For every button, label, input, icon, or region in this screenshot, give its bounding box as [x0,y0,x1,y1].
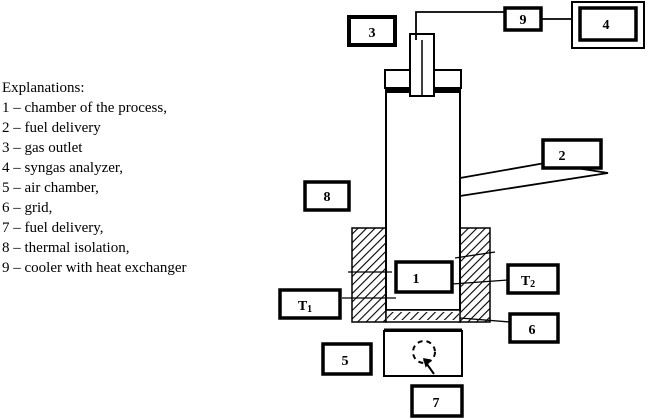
label-air-chamber: 5 [342,354,349,369]
legend: Explanations: 1 – chamber of the process… [2,78,187,278]
label-3-box: 3 [347,15,397,47]
legend-title: Explanations: [2,80,85,96]
label-8-box: 8 [303,180,351,212]
legend-item: 3 – gas outlet [2,140,83,156]
outlet-line [415,11,505,40]
label-gas-outlet: 3 [369,26,376,41]
air-nozzle [412,340,436,364]
legend-item: 8 – thermal isolation, [2,240,130,256]
label-5-box: 5 [321,342,373,376]
isolation-right [458,227,491,323]
label-grid: 6 [529,323,536,338]
grid-pointer-line [459,317,511,323]
thermocouple-line-2 [451,279,509,285]
legend-item: 6 – grid, [2,200,53,216]
legend-item: 1 – chamber of the process, [2,100,167,116]
label-t2-box: T2 [506,263,560,295]
isolation-left [351,227,387,323]
legend-item: 5 – air chamber, [2,180,99,196]
isolation-line-right [454,251,496,259]
label-t1-box: T1 [278,288,342,320]
label-isolation: 8 [324,190,331,205]
label-2-box: 2 [541,138,603,170]
label-7-box: 7 [410,384,464,418]
label-cooler: 9 [520,13,527,28]
label-t2-main: T [521,274,531,289]
label-t1: T1 [298,299,312,315]
legend-item: 7 – fuel delivery, [2,220,104,236]
label-1-box: 1 [394,260,454,294]
legend-item: 9 – cooler with heat exchanger [2,260,187,276]
label-6-box: 6 [508,312,560,344]
grid-mesh [387,312,459,320]
legend-item: 4 – syngas analyzer, [2,160,124,176]
label-fuel-delivery-bottom: 7 [433,396,440,411]
legend-item: 2 – fuel delivery [2,120,101,136]
label-fuel-delivery-top: 2 [559,149,566,164]
label-t2-sub: 2 [530,279,535,290]
label-t1-sub: 1 [307,304,312,315]
label-t1-main: T [298,299,308,314]
label-t2: T2 [521,274,535,290]
label-chamber: 1 [413,272,420,287]
label-9-box: 9 [503,6,543,32]
label-analyzer: 4 [603,18,610,33]
air-arrow-head [422,358,432,368]
air-chamber [383,330,463,377]
label-4-box: 4 [571,1,645,49]
